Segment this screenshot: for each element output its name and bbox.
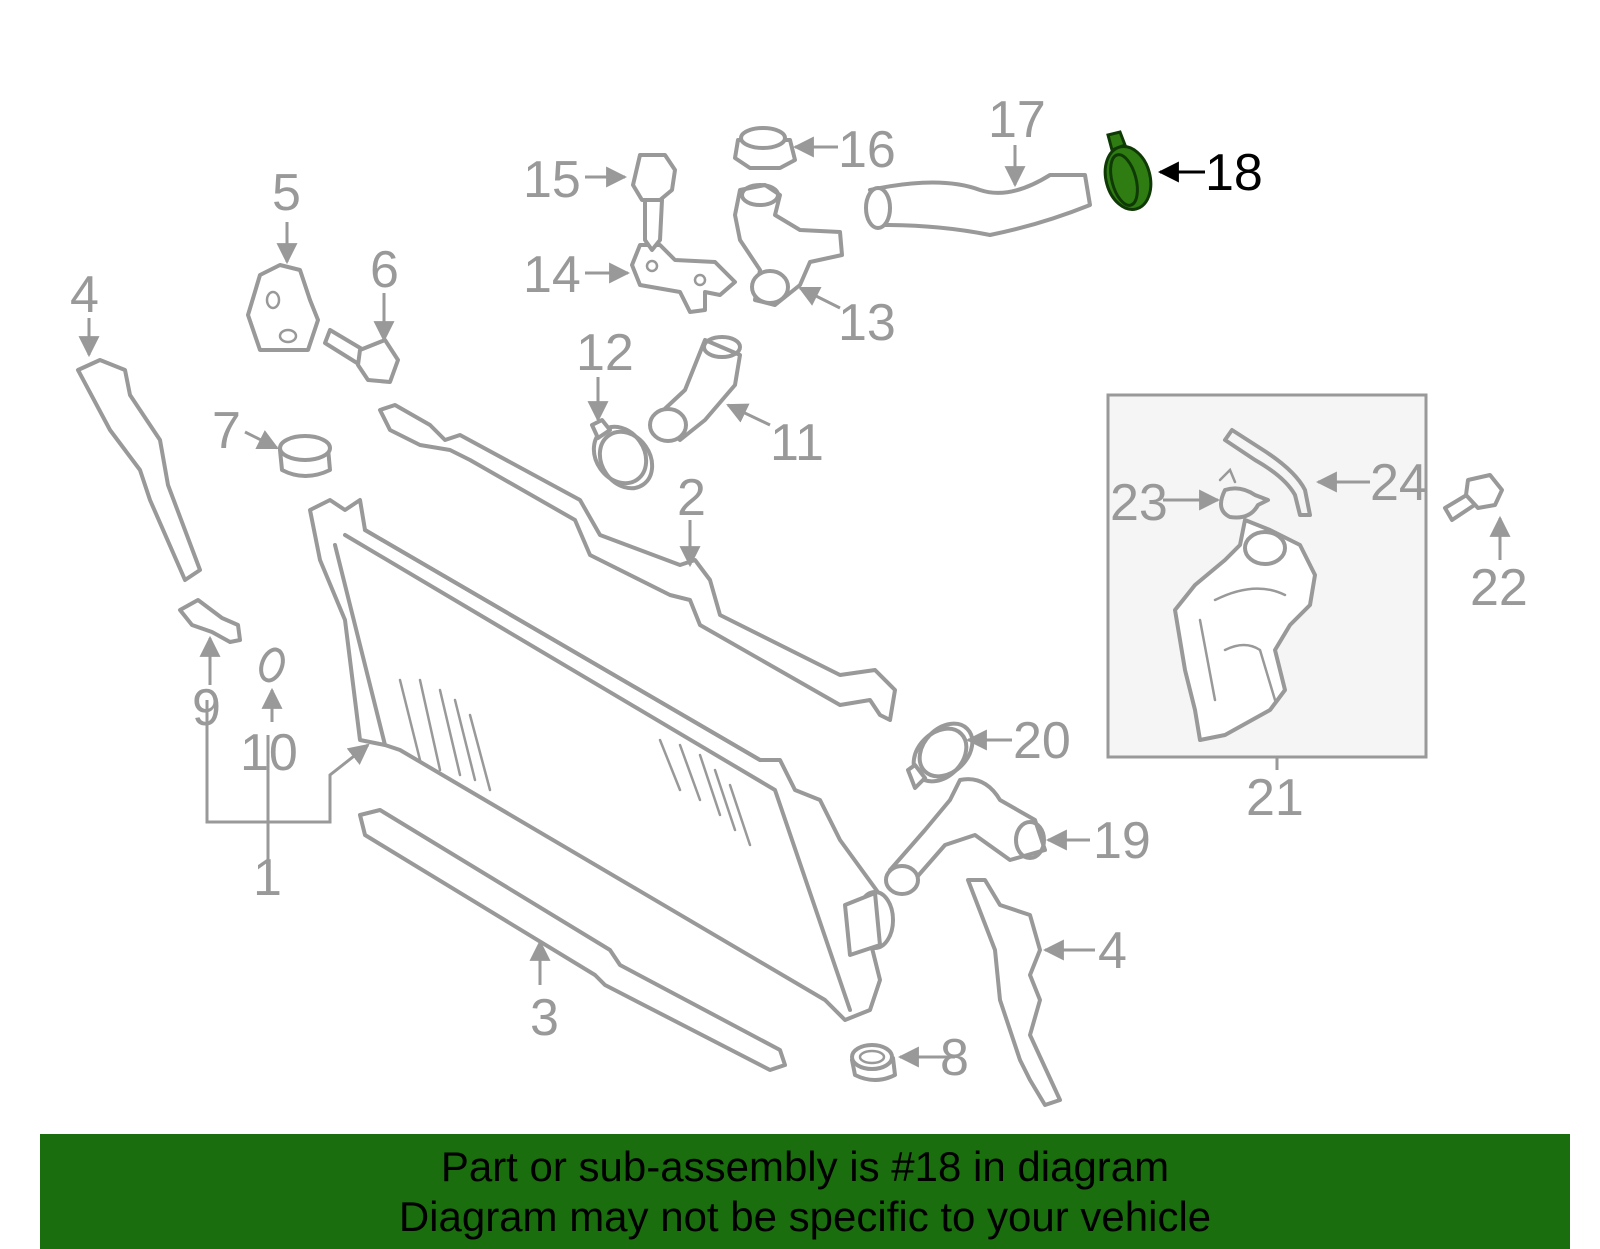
drain-plug-9 <box>178 598 242 644</box>
callout-23: 23 <box>1110 474 1168 532</box>
upper-support <box>378 403 897 722</box>
callout-21: 21 <box>1246 769 1304 827</box>
clamp-20 <box>906 721 975 790</box>
bolt-6 <box>323 328 400 384</box>
callout-2: 2 <box>677 469 706 527</box>
callout-18: 18 <box>1205 144 1263 202</box>
callout-4-right: 4 <box>1098 922 1127 980</box>
callout-20: 20 <box>1013 712 1071 770</box>
callout-labels: 4 5 6 7 9 10 1 12 11 2 13 14 15 16 17 18… <box>70 91 1528 1087</box>
info-banner: Part or sub-assembly is #18 in diagram D… <box>40 1134 1570 1249</box>
radiator <box>308 498 895 1022</box>
callout-7: 7 <box>212 402 241 460</box>
radiator-cap-16 <box>733 126 797 170</box>
callout-1: 1 <box>253 849 282 907</box>
upper-hose-17 <box>864 173 1092 237</box>
callout-10: 10 <box>240 724 298 782</box>
callout-17: 17 <box>988 91 1046 149</box>
bracket-5 <box>246 263 320 352</box>
callout-11: 11 <box>770 414 824 472</box>
callout-9: 9 <box>192 679 221 737</box>
hose-clamp-18-highlighted[interactable] <box>1098 130 1157 215</box>
banner-line-2: Diagram may not be specific to your vehi… <box>398 1192 1212 1240</box>
bolt-22 <box>1443 473 1504 522</box>
lower-strip <box>358 808 787 1072</box>
callout-24: 24 <box>1370 454 1428 512</box>
reservoir-inset <box>1106 393 1428 759</box>
callout-14: 14 <box>523 246 581 304</box>
callout-4-left: 4 <box>70 266 99 324</box>
callout-3: 3 <box>530 989 559 1047</box>
callout-8: 8 <box>940 1029 969 1087</box>
hose-11 <box>648 335 742 443</box>
leader-lines <box>78 136 1511 1068</box>
callout-6: 6 <box>370 241 399 299</box>
grommet-7 <box>278 434 332 478</box>
bolt-15 <box>631 153 677 252</box>
lower-hose-19 <box>884 777 1047 896</box>
callout-15: 15 <box>523 151 581 209</box>
gasket-14 <box>630 243 737 314</box>
water-outlet-13 <box>733 183 844 307</box>
callout-16: 16 <box>838 121 896 179</box>
grommet-8 <box>850 1043 897 1082</box>
left-bracket <box>76 358 202 582</box>
o-ring-10 <box>259 647 285 683</box>
callout-22: 22 <box>1470 559 1528 617</box>
callout-13: 13 <box>838 294 896 352</box>
callout-12: 12 <box>576 324 634 382</box>
banner-line-1: Part or sub-assembly is #18 in diagram <box>440 1142 1170 1190</box>
callout-5: 5 <box>272 164 301 222</box>
right-bracket <box>966 878 1062 1107</box>
callout-19: 19 <box>1093 812 1151 870</box>
